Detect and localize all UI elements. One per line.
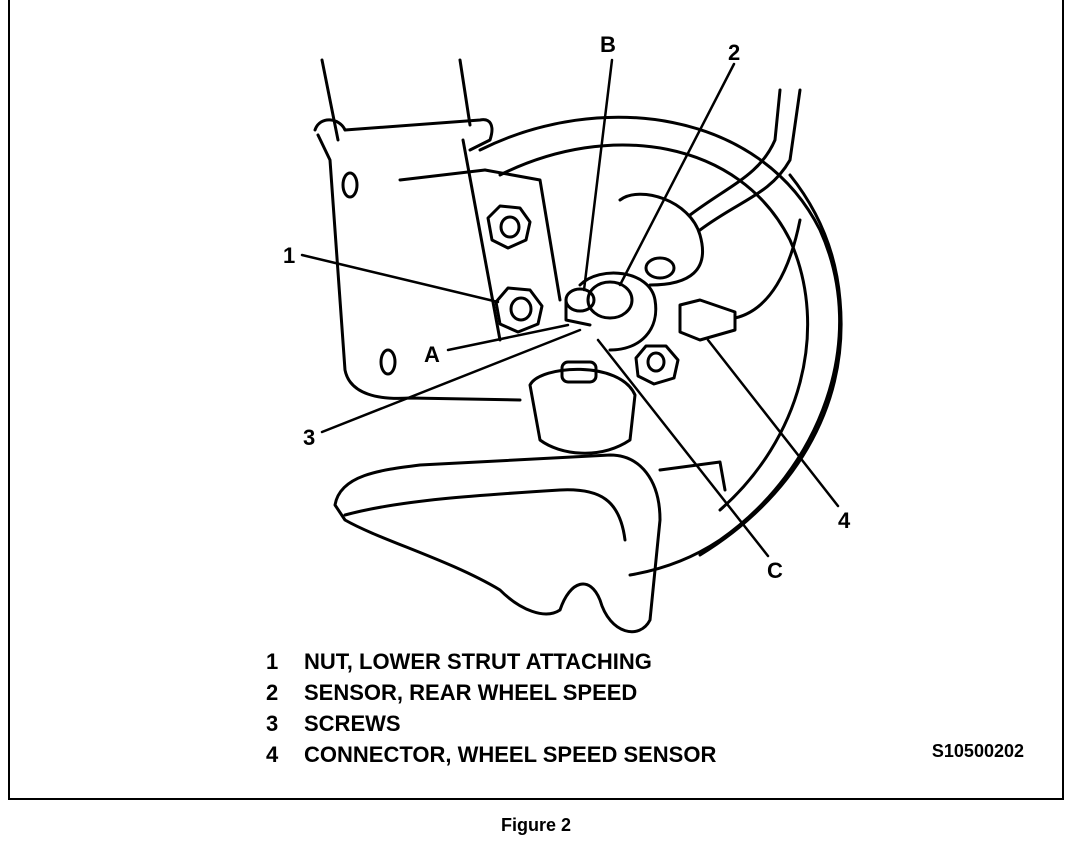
legend-text: NUT, LOWER STRUT ATTACHING — [304, 649, 652, 674]
callout-1: 1 — [283, 243, 295, 268]
legend-item: 3 SCREWS — [266, 708, 716, 739]
callout-c: C — [767, 558, 783, 583]
callout-4: 4 — [838, 508, 851, 533]
strut-tube — [320, 58, 472, 142]
hub-assembly — [564, 88, 802, 352]
strut-nut-upper — [486, 204, 532, 250]
diagram-frame — [8, 0, 1064, 800]
legend-text: SCREWS — [304, 711, 401, 736]
callout-2: 2 — [728, 40, 740, 65]
figure-caption: Figure 2 — [500, 815, 571, 835]
legend-text: CONNECTOR, WHEEL SPEED SENSOR — [304, 742, 717, 767]
legend-number: 3 — [266, 711, 279, 736]
splash-shield — [333, 453, 727, 634]
leader-lines — [300, 58, 840, 558]
legend-item: 2 SENSOR, REAR WHEEL SPEED — [266, 677, 716, 708]
legend-text: SENSOR, REAR WHEEL SPEED — [304, 680, 638, 705]
legend-number: 4 — [266, 742, 279, 767]
strut-nut-lower — [494, 286, 544, 334]
legend-number: 2 — [266, 680, 279, 705]
legend-item: 4 CONNECTOR, WHEEL SPEED SENSOR — [266, 739, 716, 770]
legend-number: 1 — [266, 649, 279, 674]
callout-b: B — [600, 32, 616, 57]
parts-legend: 1 NUT, LOWER STRUT ATTACHING 2 SENSOR, REA… — [266, 646, 716, 770]
callout-a: A — [424, 342, 440, 367]
lower-bushing — [528, 360, 637, 455]
callout-3: 3 — [303, 425, 315, 450]
hub-bolt — [634, 344, 680, 386]
sensor-connector — [678, 218, 802, 342]
figure-id: S10500202 — [931, 741, 1024, 761]
legend-item: 1 NUT, LOWER STRUT ATTACHING — [266, 646, 716, 677]
